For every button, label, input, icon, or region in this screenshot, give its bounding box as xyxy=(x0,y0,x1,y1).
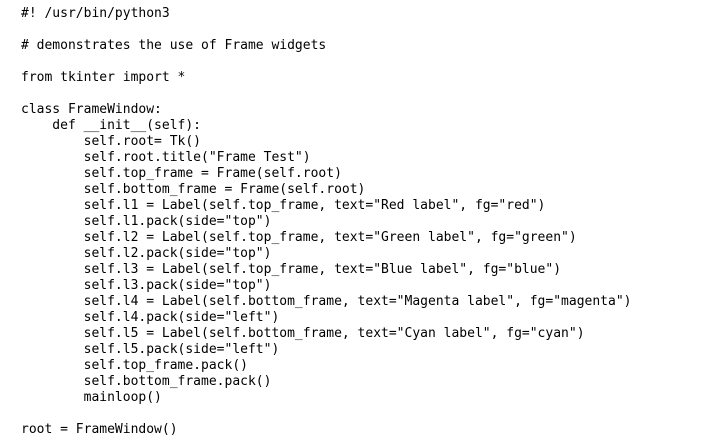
code-line: # demonstrates the use of Frame widgets xyxy=(21,38,327,53)
code-line: #! /usr/bin/python3 xyxy=(21,6,170,21)
code-line: class FrameWindow: xyxy=(21,102,162,117)
code-line: self.l1 = Label(self.top_frame, text="Re… xyxy=(21,198,546,213)
code-line: self.bottom_frame.pack() xyxy=(21,374,272,389)
code-line: self.l3.pack(side="top") xyxy=(21,278,272,293)
code-line: self.bottom_frame = Frame(self.root) xyxy=(21,182,366,197)
code-line: self.l5 = Label(self.bottom_frame, text=… xyxy=(21,326,585,341)
code-line: self.l4.pack(side="left") xyxy=(21,310,280,325)
code-line xyxy=(21,86,720,102)
code-line: self.l3 = Label(self.top_frame, text="Bl… xyxy=(21,262,562,277)
code-line: self.top_frame.pack() xyxy=(21,358,248,373)
code-line: self.l2.pack(side="top") xyxy=(21,246,272,261)
code-line: self.l2 = Label(self.top_frame, text="Gr… xyxy=(21,230,577,245)
code-line: mainloop() xyxy=(21,390,162,405)
code-line xyxy=(21,22,720,38)
code-line: self.root= Tk() xyxy=(21,134,202,149)
code-line xyxy=(21,54,720,70)
code-line: root = FrameWindow() xyxy=(21,422,178,437)
code-line: def __init__(self): xyxy=(21,118,202,133)
code-line: self.top_frame = Frame(self.root) xyxy=(21,166,342,181)
code-line: from tkinter import * xyxy=(21,70,186,85)
code-line xyxy=(21,406,720,422)
code-line: self.l4 = Label(self.bottom_frame, text=… xyxy=(21,294,632,309)
code-line: self.l5.pack(side="left") xyxy=(21,342,280,357)
code-line: self.l1.pack(side="top") xyxy=(21,214,272,229)
code-line: self.root.title("Frame Test") xyxy=(21,150,311,165)
